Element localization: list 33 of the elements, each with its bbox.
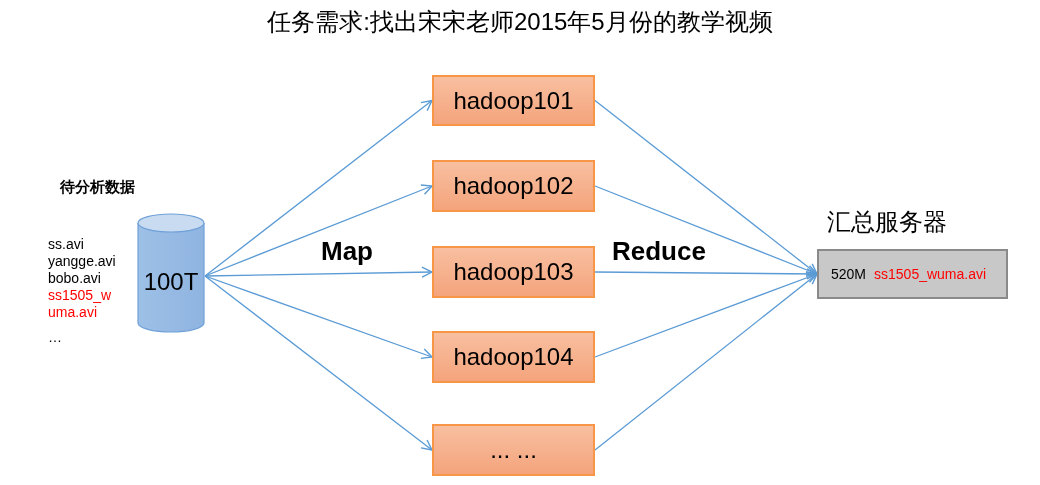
- file-name: ss1505_wuma.avi: [874, 266, 987, 282]
- server-node-box: [432, 424, 595, 476]
- arrow: [204, 184, 433, 277]
- server-node-box: [432, 75, 595, 126]
- file-name: ss1505_wuma.avi: [48, 287, 113, 321]
- arrow: [204, 275, 433, 451]
- arrow: [204, 275, 433, 360]
- phase-label: Map: [321, 236, 373, 266]
- file-name: ss.avi: [48, 236, 84, 253]
- arrow: [594, 99, 818, 275]
- server-node-box: [432, 331, 595, 383]
- server-heading: 汇总服务器: [827, 207, 947, 237]
- server-node-box: [432, 246, 595, 298]
- node-label: ... ...: [490, 436, 537, 464]
- arrow: [594, 273, 818, 451]
- server-node-box: [432, 160, 595, 212]
- arrow: [594, 268, 818, 280]
- capacity-label: 100T: [142, 268, 200, 296]
- node-label: hadoop104: [453, 343, 574, 371]
- arrow: [204, 99, 433, 277]
- arrow: [594, 185, 818, 276]
- arrow: [204, 266, 433, 278]
- phase-label: Reduce: [612, 236, 706, 266]
- node-label: hadoop102: [453, 172, 574, 200]
- node-label: hadoop101: [453, 86, 574, 115]
- title: 任务需求:找出宋宋老师2015年5月份的教学视频: [266, 7, 774, 37]
- file-name: yangge.avi: [48, 253, 116, 270]
- file-name: bobo.avi: [48, 270, 101, 287]
- ellipsis: …: [48, 329, 62, 346]
- arrow: [594, 272, 818, 358]
- file-size: 520M: [831, 266, 867, 282]
- node-label: hadoop103: [453, 258, 574, 286]
- data-heading: 待分析数据: [60, 177, 135, 196]
